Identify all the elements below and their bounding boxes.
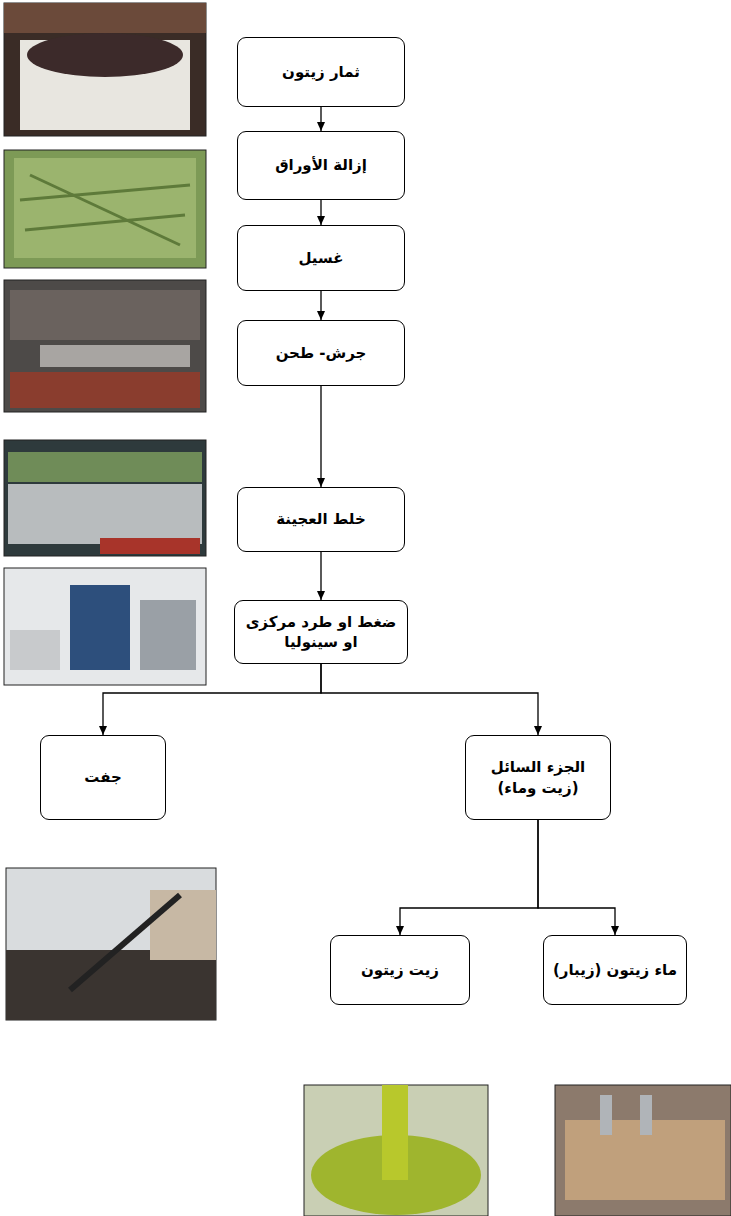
flow-arrow: [320, 107, 321, 131]
flow-arrow: [400, 820, 538, 935]
photo-frame: [6, 868, 216, 1020]
box-label: جرش- طحن: [270, 343, 373, 363]
pomace-heap: [6, 950, 216, 1020]
process-box: ضغط او طرد مركزى او سينوليا: [234, 600, 408, 664]
process-box: إزالة الأوراق: [237, 131, 405, 200]
conveyor: [70, 895, 180, 990]
leaf-tray: [14, 158, 196, 258]
process-box: جفت: [40, 735, 166, 820]
leaf-removal-photo: [4, 150, 206, 268]
wastewater-photo: [555, 1085, 731, 1216]
process-box: ماء زيتون (زيبار): [543, 935, 687, 1005]
box-label: غسيل: [292, 248, 349, 268]
pomace-photo: [6, 868, 216, 1020]
flow-arrow: [321, 664, 538, 735]
flow-arrow: [320, 552, 321, 600]
tap: [600, 1095, 612, 1135]
box-label: جفت: [78, 767, 128, 787]
olive-bin-photo: [4, 3, 206, 136]
photo-background: [4, 3, 206, 33]
photo-frame: [4, 440, 206, 556]
photo-frame: [304, 1085, 488, 1216]
box-label: ماء زيتون (زيبار): [547, 960, 683, 980]
photo-frame: [555, 1085, 731, 1216]
centrifuge-photo: [4, 568, 206, 685]
oil-stream: [382, 1085, 408, 1180]
process-box: الجزء السائل (زيت وماء): [465, 735, 611, 820]
flow-arrow: [320, 386, 321, 487]
flow-arrow: [320, 291, 321, 320]
building: [150, 890, 216, 960]
oil-photo: [304, 1085, 488, 1216]
photo-frame: [4, 3, 206, 136]
box-label: خلط العجينة: [270, 509, 372, 529]
process-box: ثمار زيتون: [237, 37, 405, 107]
tap: [640, 1095, 652, 1135]
olive-heap: [27, 33, 183, 77]
cabinet: [140, 600, 196, 670]
brand-strip: [100, 538, 200, 554]
centrifuge-body: [70, 585, 130, 670]
photo-frame: [4, 150, 206, 268]
washer-photo: [4, 280, 206, 412]
machine-tanks: [8, 452, 202, 482]
perforated-plate: [40, 345, 190, 367]
flow-arrow: [538, 820, 615, 935]
photo-frame: [4, 568, 206, 685]
flow-arrow: [103, 664, 321, 735]
flow-arrow: [320, 200, 321, 225]
box-label: إزالة الأوراق: [269, 155, 373, 175]
box-label: ثمار زيتون: [276, 62, 366, 82]
machine-panel: [8, 484, 202, 544]
sink: [10, 630, 60, 670]
box-label: ضغط او طرد مركزى او سينوليا: [235, 612, 407, 653]
photo-frame: [4, 280, 206, 412]
box-label: زيت زيتون: [355, 960, 445, 980]
machine-top: [10, 290, 200, 340]
malaxer-photo: [4, 440, 206, 556]
process-box: جرش- طحن: [237, 320, 405, 386]
process-box: خلط العجينة: [237, 487, 405, 552]
leaves: [20, 175, 190, 245]
process-box: زيت زيتون: [330, 935, 470, 1005]
machine-base: [10, 372, 200, 408]
box-label: الجزء السائل (زيت وماء): [466, 757, 610, 798]
process-box: غسيل: [237, 225, 405, 291]
